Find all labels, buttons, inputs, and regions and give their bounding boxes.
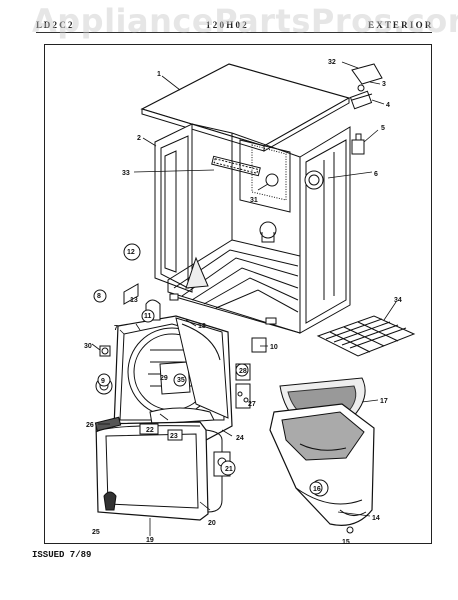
callout-6: 6 <box>374 171 378 178</box>
callout-13: 13 <box>130 297 138 304</box>
callout-19: 19 <box>146 537 154 544</box>
callout-20: 20 <box>208 520 216 527</box>
callout-15: 15 <box>342 539 350 546</box>
callout-25: 25 <box>92 529 100 536</box>
callout-33: 33 <box>122 170 130 177</box>
header-section-title: E X T E R I O R <box>368 20 432 30</box>
callout-27: 27 <box>248 401 256 408</box>
callout-18: 18 <box>198 323 206 330</box>
callout-9: 9 <box>101 378 105 385</box>
callout-2: 2 <box>137 135 141 142</box>
callout-17: 17 <box>380 398 388 405</box>
leader-lines <box>91 61 397 536</box>
top-panel <box>140 63 351 152</box>
callout-7: 7 <box>114 325 118 332</box>
callout-26: 26 <box>86 422 94 429</box>
callout-numbers: 1 2 3 4 5 6 7 8 9 10 11 12 13 14 15 16 1… <box>84 59 402 546</box>
lint-housing <box>269 403 375 534</box>
door-assembly <box>94 416 231 521</box>
callout-12: 12 <box>127 249 135 256</box>
callout-31: 31 <box>250 197 258 204</box>
issued-date: ISSUED 7/89 <box>32 550 92 560</box>
callout-32: 32 <box>328 59 336 66</box>
callout-28: 28 <box>239 368 247 375</box>
callout-24: 24 <box>236 435 244 442</box>
callout-30: 30 <box>84 343 92 350</box>
callout-8: 8 <box>97 293 101 300</box>
watermark-text: AppliancePartsPros.com <box>32 2 458 40</box>
drying-rack <box>316 315 416 357</box>
front-panel <box>95 283 267 441</box>
callout-1: 1 <box>157 71 161 78</box>
callout-29: 29 <box>160 375 168 382</box>
callout-4: 4 <box>386 102 390 109</box>
diagram-frame <box>44 44 432 544</box>
callout-14: 14 <box>372 515 380 522</box>
callout-34: 34 <box>394 297 402 304</box>
header-model-mid: 1 2 0 H 0 2 <box>206 20 247 30</box>
small-parts-top <box>349 63 383 155</box>
callout-bubbles <box>93 243 323 495</box>
callout-16: 16 <box>313 486 321 493</box>
callout-22: 22 <box>146 427 154 434</box>
callout-21: 21 <box>225 466 233 473</box>
callout-10: 10 <box>270 344 278 351</box>
callout-5: 5 <box>381 125 385 132</box>
callout-35: 35 <box>177 377 185 384</box>
cabinet-body <box>154 123 351 334</box>
callout-23: 23 <box>170 433 178 440</box>
header-rule <box>36 32 432 33</box>
callout-11: 11 <box>144 313 152 320</box>
header-model-left: L D 2 C 2 <box>36 20 73 30</box>
callout-3: 3 <box>382 81 386 88</box>
